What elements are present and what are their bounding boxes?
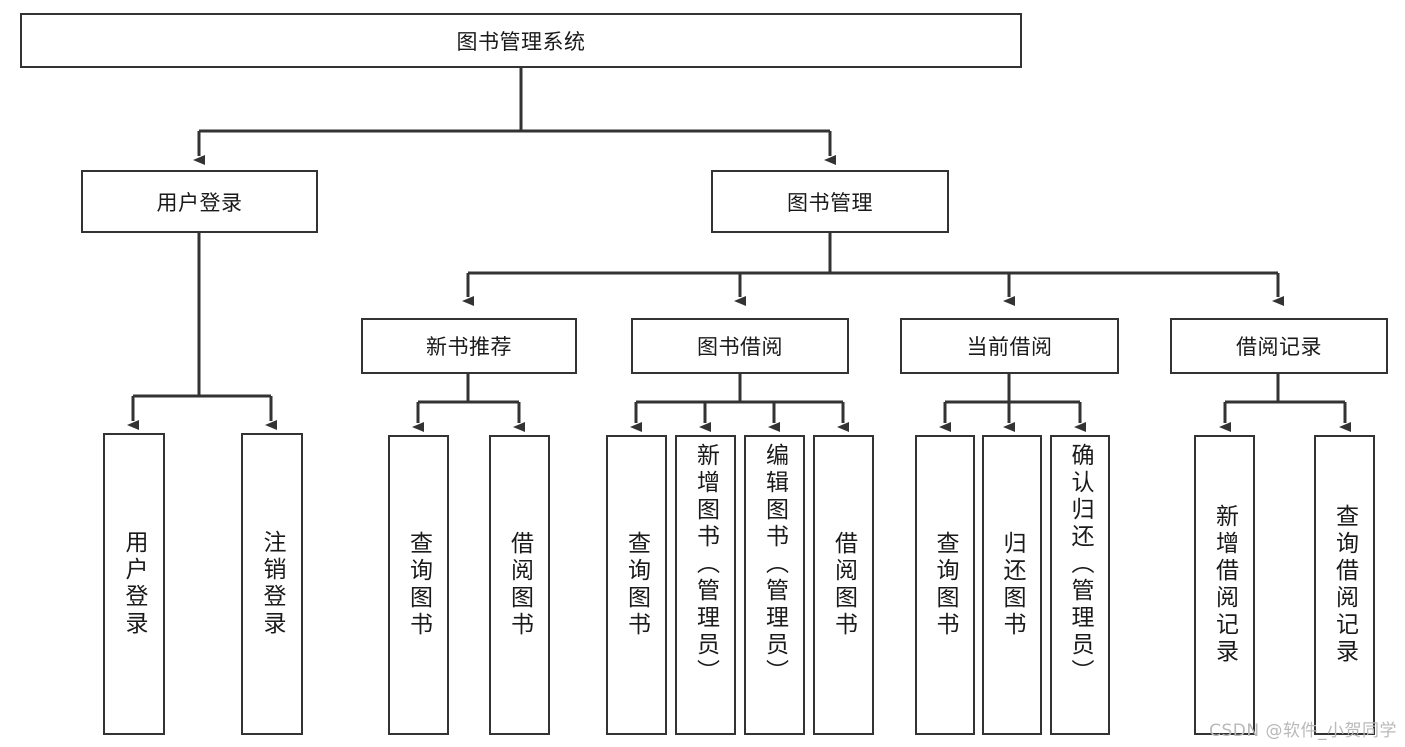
watermark-text: CSDN @软件_小贺同学 (1209, 721, 1397, 741)
node-label: 注销登录 (259, 530, 286, 638)
leaf-current-borrow-confirm-return-admin[interactable]: 确认归还（管理员） (1050, 435, 1110, 735)
node-user-login[interactable]: 用户登录 (81, 170, 318, 233)
node-label: 借阅图书 (830, 531, 857, 639)
node-current-borrow[interactable]: 当前借阅 (900, 318, 1119, 374)
node-label: 查询借阅记录 (1331, 504, 1358, 666)
leaf-current-borrow-query-book[interactable]: 查询图书 (915, 435, 975, 735)
leaf-new-book-borrow-book[interactable]: 借阅图书 (489, 435, 550, 735)
node-label: 用户登录 (121, 530, 148, 638)
node-label: 借阅图书 (506, 531, 533, 639)
node-label: 新书推荐 (426, 335, 512, 359)
node-book-management[interactable]: 图书管理 (711, 170, 949, 233)
leaf-new-book-query-book[interactable]: 查询图书 (388, 435, 449, 735)
leaf-book-borrow-borrow-book[interactable]: 借阅图书 (813, 435, 874, 735)
node-label: 查询图书 (623, 531, 650, 639)
node-label: 图书管理 (787, 190, 873, 215)
leaf-current-borrow-return-book[interactable]: 归还图书 (982, 435, 1042, 735)
node-label: 借阅记录 (1236, 335, 1322, 359)
leaf-book-borrow-query-book[interactable]: 查询图书 (606, 435, 667, 735)
leaf-borrow-record-query-record[interactable]: 查询借阅记录 (1314, 435, 1375, 735)
node-label: 新增借阅记录 (1211, 504, 1238, 666)
node-borrow-record[interactable]: 借阅记录 (1170, 318, 1388, 374)
node-new-book-recommend[interactable]: 新书推荐 (361, 318, 577, 374)
node-label: 确认归还（管理员） (1067, 443, 1094, 686)
node-root-book-management-system[interactable]: 图书管理系统 (20, 13, 1022, 68)
node-book-borrow[interactable]: 图书借阅 (631, 318, 849, 374)
node-label: 图书借阅 (697, 335, 783, 359)
leaf-book-borrow-add-book-admin[interactable]: 新增图书（管理员） (675, 435, 736, 735)
leaf-borrow-record-add-record[interactable]: 新增借阅记录 (1194, 435, 1255, 735)
node-label: 查询图书 (405, 531, 432, 639)
node-label: 查询图书 (932, 531, 959, 639)
node-label: 用户登录 (156, 190, 243, 215)
node-label: 图书管理系统 (456, 29, 586, 54)
node-label: 归还图书 (999, 531, 1026, 639)
node-label: 当前借阅 (966, 335, 1053, 359)
node-label: 新增图书（管理员） (692, 443, 719, 686)
leaf-user-login-login[interactable]: 用户登录 (103, 433, 165, 735)
leaf-user-login-logout[interactable]: 注销登录 (241, 433, 303, 735)
leaf-book-borrow-edit-book-admin[interactable]: 编辑图书（管理员） (744, 435, 805, 735)
node-label: 编辑图书（管理员） (761, 443, 788, 686)
